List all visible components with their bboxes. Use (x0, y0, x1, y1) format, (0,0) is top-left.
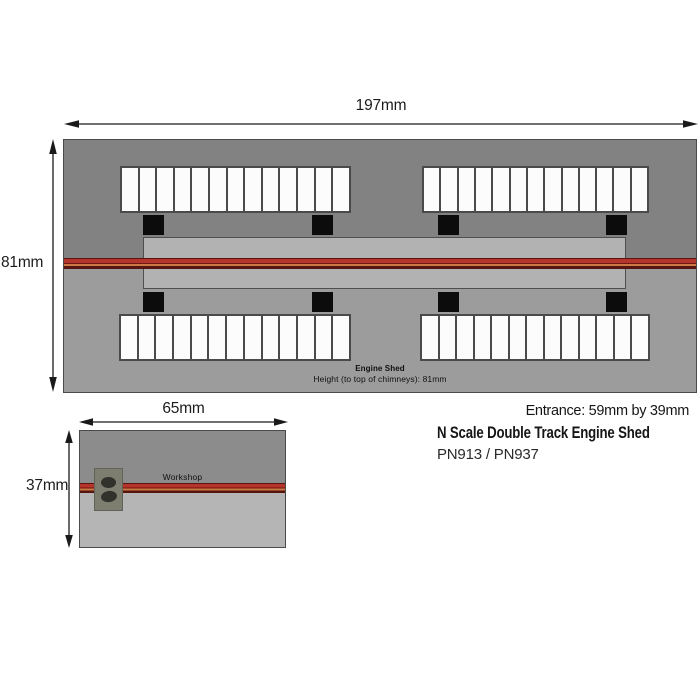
window-pane (139, 168, 156, 211)
window-pane (597, 316, 613, 359)
window-pane (280, 168, 297, 211)
window-pane (579, 316, 596, 359)
workshop-width-label: 65mm (162, 400, 205, 417)
window-pane (192, 168, 209, 211)
shed-width-label: 197mm (355, 97, 407, 114)
vent-hole (101, 477, 116, 488)
workshop-caption: Workshop (162, 472, 203, 482)
window-pane (510, 168, 526, 211)
window-pane (527, 316, 543, 359)
window-pane (545, 168, 561, 211)
window-pane (227, 168, 244, 211)
window-pane (315, 316, 332, 359)
window-pane (157, 168, 173, 211)
window-pane (562, 168, 578, 211)
window-pane (492, 316, 508, 359)
window-pane (631, 168, 648, 211)
skylight-block-top-left (120, 166, 351, 213)
window-pane (493, 168, 509, 211)
window-pane (527, 168, 544, 211)
window-pane (245, 168, 261, 211)
window-pane (333, 168, 349, 211)
entrance-dimensions-note: Entrance: 59mm by 39mm (525, 403, 690, 419)
window-pane (544, 316, 561, 359)
window-pane (422, 316, 438, 359)
chimney (606, 215, 627, 235)
window-pane (262, 168, 279, 211)
window-pane (191, 316, 208, 359)
window-pane (122, 168, 138, 211)
window-pane (156, 316, 173, 359)
window-pane (174, 168, 191, 211)
window-pane (244, 316, 261, 359)
product-codes: PN913 / PN937 (437, 446, 539, 463)
window-pane (298, 168, 314, 211)
vent-hole (100, 489, 118, 504)
engine-shed-roof-plan: Engine Shed Height (to top of chimneys):… (63, 139, 697, 393)
product-title: N Scale Double Track Engine Shed (437, 424, 650, 442)
skylight-block-bottom-right (420, 314, 650, 361)
shed-width-dimension-arrow (64, 120, 698, 128)
window-pane (458, 168, 474, 211)
skylight-block-top-right (422, 166, 649, 213)
window-pane (457, 316, 473, 359)
workshop-vent-block (94, 468, 123, 511)
window-pane (315, 168, 332, 211)
shed-caption-height-note: Height (to top of chimneys): 81mm (313, 374, 447, 384)
workshop-roof-plan: Workshop (79, 430, 286, 548)
track-red-line (64, 258, 696, 269)
window-pane (562, 316, 578, 359)
window-pane (509, 316, 526, 359)
chimney (143, 215, 164, 235)
chimney (438, 215, 459, 235)
workshop-height-dimension-arrow (65, 430, 73, 548)
chimney (143, 292, 164, 312)
window-pane (174, 316, 190, 359)
chimney (438, 292, 459, 312)
window-pane (262, 316, 279, 359)
window-pane (597, 168, 613, 211)
workshop-width-dimension-arrow (79, 418, 288, 426)
shed-height-label: 81mm (1, 254, 44, 271)
window-pane (439, 316, 456, 359)
chimney (606, 292, 627, 312)
window-pane (297, 316, 314, 359)
window-pane (475, 168, 492, 211)
window-pane (424, 168, 440, 211)
window-pane (614, 316, 631, 359)
chimney (312, 215, 333, 235)
window-pane (138, 316, 155, 359)
window-pane (441, 168, 457, 211)
window-pane (209, 316, 226, 359)
window-pane (333, 316, 349, 359)
window-pane (210, 168, 226, 211)
window-pane (614, 168, 630, 211)
window-pane (280, 316, 296, 359)
window-pane (474, 316, 491, 359)
window-pane (121, 316, 137, 359)
shed-caption-title: Engine Shed (355, 364, 405, 373)
shed-height-dimension-arrow (49, 139, 57, 392)
workshop-track-red-line (80, 483, 285, 493)
workshop-height-label: 37mm (26, 477, 69, 494)
window-pane (632, 316, 648, 359)
skylight-block-bottom-left (119, 314, 351, 361)
chimney (312, 292, 333, 312)
window-pane (579, 168, 596, 211)
window-pane (227, 316, 243, 359)
